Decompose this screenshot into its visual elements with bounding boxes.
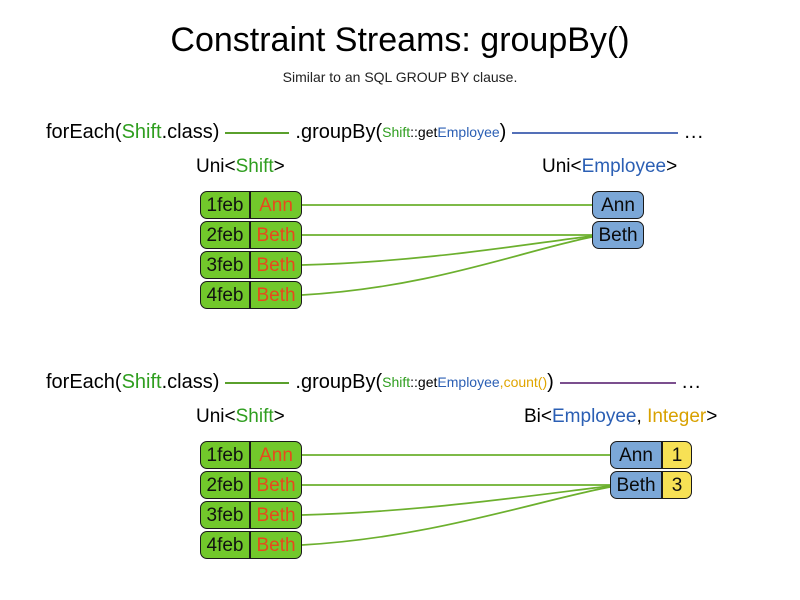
employee-name-cell: Ann (592, 191, 644, 219)
type-generic2: Integer (647, 406, 707, 427)
employee-count-cell: 3 (662, 471, 692, 499)
code-foreach-prefix: forEach( (46, 371, 122, 393)
type-prefix: Uni< (542, 156, 582, 177)
shift-date-cell: 4feb (200, 281, 250, 309)
code-groupby-prefix: .groupBy( (295, 121, 383, 143)
shift-date-cell: 2feb (200, 471, 250, 499)
type-separator: , (636, 406, 648, 427)
type-generic: Shift (235, 156, 274, 177)
link-shift4-beth-count (301, 486, 611, 546)
code-mapper-separator: ::get (410, 374, 438, 390)
table-row[interactable]: 3feb Beth (200, 251, 302, 279)
type-suffix: > (666, 156, 678, 177)
type-prefix: Uni< (196, 156, 236, 177)
shift-employee-cell: Beth (250, 471, 302, 499)
code-foreach-type: Shift (121, 121, 162, 143)
page-subtitle: Similar to an SQL GROUP BY clause. (282, 69, 518, 85)
employee-name-cell: Ann (610, 441, 662, 469)
type-label-left-simple: Uni<Shift> (196, 155, 285, 179)
shift-date-cell: 4feb (200, 531, 250, 559)
code-mapper-type: Shift (382, 374, 411, 390)
shift-employee-cell: Beth (250, 531, 302, 559)
link-group-simple (301, 204, 593, 296)
code-ellipsis: ... (684, 121, 705, 143)
type-generic: Employee (581, 156, 667, 177)
connector-foreach-to-groupby (225, 132, 290, 134)
shift-date-cell: 1feb (200, 441, 250, 469)
table-row[interactable]: Ann 1 (610, 441, 692, 469)
link-shift3-beth (301, 235, 593, 266)
link-shift3-beth-count (301, 485, 611, 516)
employee-name-cell: Beth (610, 471, 662, 499)
code-line-groupby-count: forEach(Shift.class) .groupBy(Shift::get… (46, 368, 701, 396)
type-generic: Shift (235, 406, 274, 427)
table-row[interactable]: 2feb Beth (200, 221, 302, 249)
type-suffix: > (273, 156, 285, 177)
link-group-count (301, 454, 611, 546)
table-row[interactable]: 4feb Beth (200, 281, 302, 309)
code-foreach-prefix: forEach( (46, 121, 122, 143)
code-mapper-property: Employee (437, 124, 500, 140)
shift-date-cell: 3feb (200, 501, 250, 529)
table-row[interactable]: Beth 3 (610, 471, 692, 499)
link-shift4-beth (301, 236, 593, 296)
table-row[interactable]: 4feb Beth (200, 531, 302, 559)
code-groupby-suffix: ) (547, 371, 554, 393)
shift-employee-cell: Beth (250, 221, 302, 249)
code-foreach-suffix: .class) (161, 371, 220, 393)
page-title: Constraint Streams: groupBy() (170, 21, 630, 59)
connector-groupby-to-ellipsis (512, 132, 679, 134)
connector-groupby-to-ellipsis (559, 382, 676, 384)
employee-count-cell: 1 (662, 441, 692, 469)
shift-employee-cell: Ann (250, 191, 302, 219)
table-row[interactable]: Ann (592, 191, 644, 219)
code-groupby-prefix: .groupBy( (295, 371, 383, 393)
code-line-groupby-simple: forEach(Shift.class) .groupBy(Shift::get… (46, 118, 704, 146)
connector-foreach-to-groupby (225, 382, 290, 384)
type-suffix: > (273, 406, 285, 427)
shift-employee-cell: Ann (250, 441, 302, 469)
code-groupby-suffix: ) (499, 121, 507, 143)
type-prefix: Bi< (524, 406, 552, 427)
code-collector-separator: , (499, 374, 504, 390)
type-label-right-simple: Uni<Employee> (542, 155, 677, 179)
table-row[interactable]: 3feb Beth (200, 501, 302, 529)
code-mapper-type: Shift (382, 124, 411, 140)
shift-employee-cell: Beth (250, 281, 302, 309)
employee-name-cell: Beth (592, 221, 644, 249)
code-mapper-separator: ::get (410, 124, 438, 140)
shift-date-cell: 3feb (200, 251, 250, 279)
code-collector: count() (503, 374, 548, 390)
code-foreach-suffix: .class) (161, 121, 220, 143)
type-prefix: Uni< (196, 406, 236, 427)
table-row[interactable]: 1feb Ann (200, 191, 302, 219)
shift-employee-cell: Beth (250, 501, 302, 529)
code-foreach-type: Shift (121, 371, 162, 393)
type-label-left-count: Uni<Shift> (196, 405, 285, 429)
type-label-right-count: Bi<Employee, Integer> (524, 405, 717, 429)
shift-date-cell: 1feb (200, 191, 250, 219)
shift-employee-cell: Beth (250, 251, 302, 279)
shift-date-cell: 2feb (200, 221, 250, 249)
code-ellipsis: ... (681, 371, 702, 393)
code-mapper-property: Employee (437, 374, 500, 390)
table-row[interactable]: Beth (592, 221, 644, 249)
type-suffix: > (706, 406, 718, 427)
type-generic: Employee (552, 406, 637, 427)
table-row[interactable]: 2feb Beth (200, 471, 302, 499)
table-row[interactable]: 1feb Ann (200, 441, 302, 469)
